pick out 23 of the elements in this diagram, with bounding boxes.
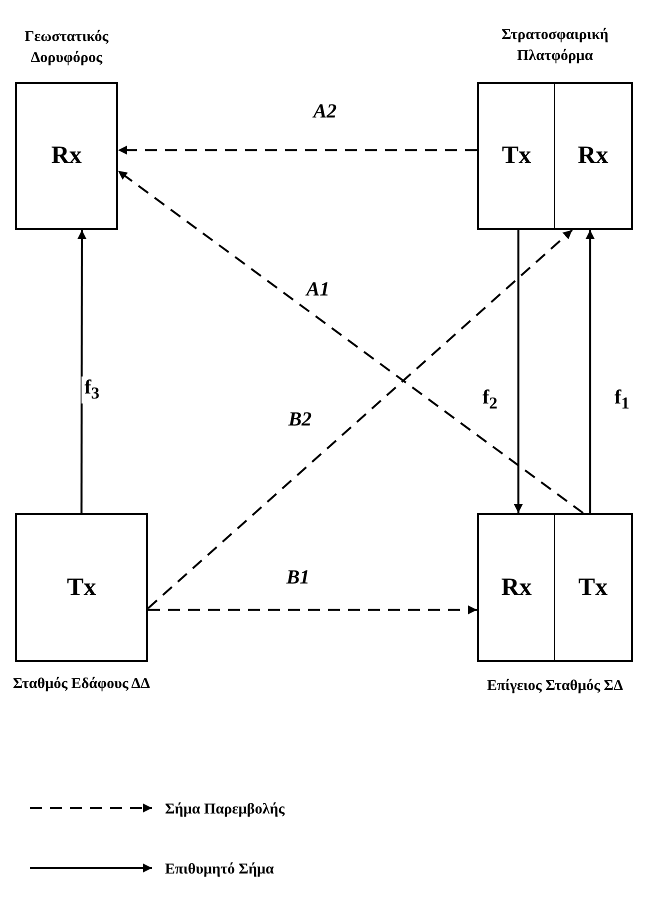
arrow xyxy=(514,230,523,513)
dashed-arrow xyxy=(147,229,573,610)
box-label: Rx xyxy=(501,574,532,602)
station-heading: Επίγειος Σταθμός ΣΔ xyxy=(486,677,624,696)
dashed-arrow xyxy=(118,146,477,155)
dashed-arrow xyxy=(117,170,584,514)
box-section xyxy=(477,513,555,662)
box-label: Tx xyxy=(578,574,608,602)
box-section xyxy=(555,82,633,230)
box-label: Rx xyxy=(578,142,608,170)
legend-text: Σήμα Παρεμβολής xyxy=(165,802,285,818)
box-label: Tx xyxy=(66,574,96,602)
station-heading: Σταθμός Εδάφους ΔΔ xyxy=(12,675,152,694)
box-label: Tx xyxy=(502,142,532,170)
box-section xyxy=(477,82,555,230)
station-heading: Στρατοσφαιρική Πλατφόρμα xyxy=(500,26,610,66)
dashed-arrow xyxy=(148,605,477,614)
station-heading: Γεωστατικός Δορυφόρος xyxy=(24,28,110,68)
box-section xyxy=(555,513,633,662)
legend-text: Επιθυμητό Σήμα xyxy=(165,862,274,878)
box-label: Rx xyxy=(51,142,82,170)
arrow xyxy=(586,230,595,513)
arrow xyxy=(77,230,86,513)
